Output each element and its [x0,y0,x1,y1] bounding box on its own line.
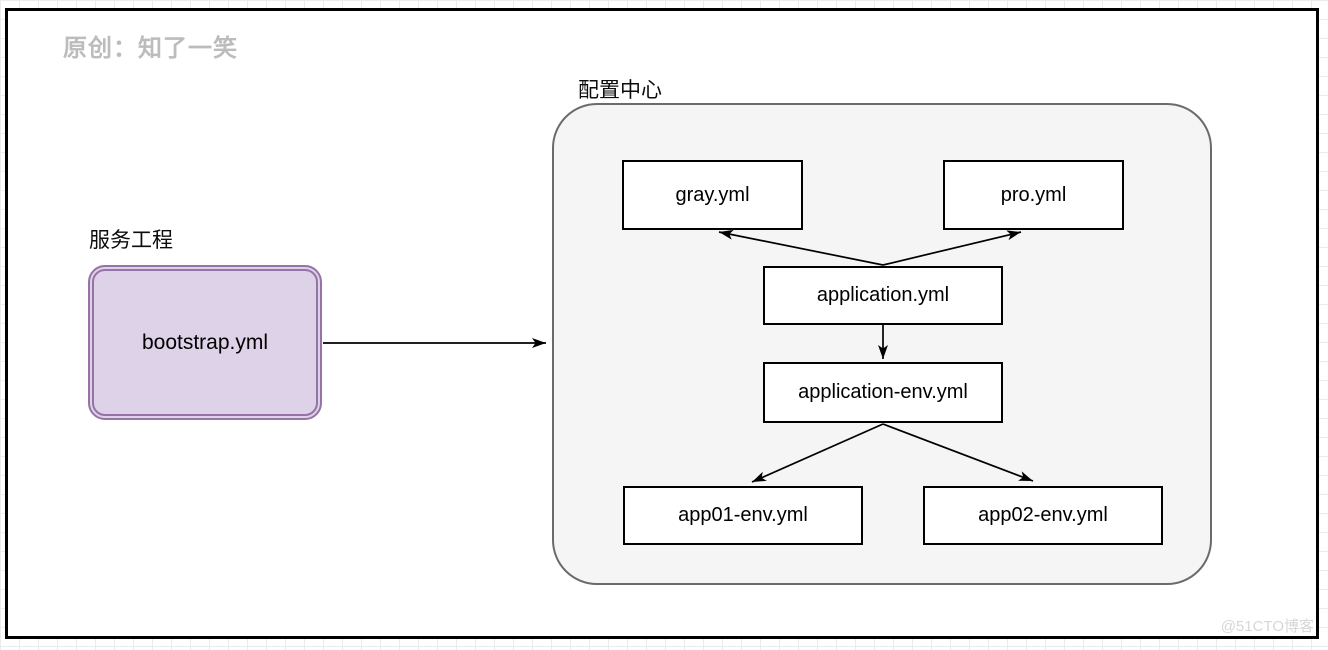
node-label: pro.yml [1000,183,1067,206]
node-pro-yml: pro.yml [943,160,1124,230]
node-label: bootstrap.yml [141,330,269,354]
node-label: app02-env.yml [978,504,1108,526]
node-label: application.yml [816,284,950,306]
node-gray-yml: gray.yml [622,160,803,230]
service-group-label: 服务工程 [89,229,173,252]
config-center-label: 配置中心 [578,79,662,102]
node-app01-env-yml: app01-env.yml [623,486,863,545]
author-watermark: 原创：知了一笑 [63,35,238,62]
node-label: application-env.yml [798,381,968,403]
site-watermark: @51CTO博客 [1220,618,1314,635]
node-bootstrap-yml: bootstrap.yml [88,265,322,420]
node-application-yml: application.yml [763,266,1003,325]
node-application-env-yml: application-env.yml [763,362,1003,423]
node-label: gray.yml [675,183,750,206]
node-label: app01-env.yml [678,504,808,526]
node-app02-env-yml: app02-env.yml [923,486,1163,545]
